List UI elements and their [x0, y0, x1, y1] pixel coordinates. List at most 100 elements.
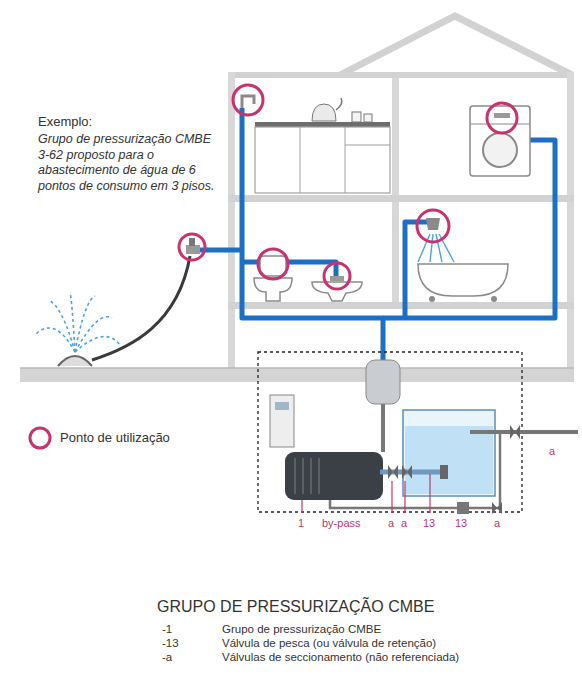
callout-number-text: 13: [423, 517, 435, 529]
key-description-text: Válvula de pesca (ou válvula de retenção…: [222, 637, 436, 649]
fin: [310, 458, 312, 494]
key-description-text: Válvulas de seccionamento (não referenci…: [222, 651, 459, 663]
key-code-text: -1: [162, 623, 172, 635]
example-note: Grupo de pressurização CMBE 3-62 propost…: [38, 132, 224, 195]
cabinet-door: [300, 127, 301, 193]
bathtub: [418, 218, 508, 302]
spray-line: [35, 328, 75, 352]
floor-slab: [228, 302, 574, 309]
washer-display: [494, 113, 510, 118]
leader-lines: [302, 474, 430, 513]
tank-water: [405, 426, 493, 494]
inlet-pipe: [470, 430, 578, 434]
bidet-faucet: [330, 276, 344, 281]
key-description: Válvulas de seccionamento (não referenci…: [222, 650, 459, 664]
house: [20, 16, 574, 382]
toilet-bowl: [254, 278, 292, 301]
check-valve: [457, 502, 469, 514]
valve: [492, 502, 502, 514]
toilet-tank: [260, 256, 286, 276]
cup: [352, 112, 361, 122]
callout-letter: a: [494, 517, 500, 531]
leader-line: [391, 481, 392, 513]
ground-line: [20, 367, 574, 369]
spray-line: [70, 292, 75, 352]
supply-pipes: [198, 108, 555, 362]
kettle: [312, 104, 336, 121]
washer-panel: [470, 124, 530, 125]
leader-line: [404, 481, 405, 513]
callout-letter: a: [549, 445, 555, 459]
tub: [418, 264, 508, 296]
kitchen-faucet: [242, 96, 254, 108]
pump-body: [285, 452, 383, 500]
usage-ring: [233, 85, 263, 115]
fin: [294, 458, 296, 494]
cabinet-door: [345, 127, 346, 193]
inner-wall: [392, 78, 399, 303]
legend-text: Ponto de utilização: [60, 430, 170, 445]
key-description: Grupo de pressurização CMBE: [222, 622, 381, 636]
example-heading: Exemplo:: [38, 114, 92, 130]
legend-swatch: [30, 428, 50, 448]
key-description: Válvula de pesca (ou válvula de retenção…: [222, 636, 436, 650]
washing-machine: [470, 106, 530, 176]
cup: [364, 114, 372, 122]
tub-foot: [491, 296, 497, 302]
water-spray: [35, 292, 120, 352]
water-line: [430, 234, 433, 262]
callout-letter: a: [388, 517, 394, 531]
pressure-vessel: [366, 360, 400, 404]
key-code-text: -13: [162, 637, 179, 649]
usage-ring: [487, 103, 517, 133]
motor-fins: [295, 458, 319, 494]
washer-body: [470, 106, 530, 176]
usage-ring: [417, 210, 449, 242]
control-display: [275, 402, 289, 410]
washer-drum: [483, 133, 517, 167]
leader-line: [301, 500, 302, 513]
valve: [402, 465, 412, 479]
leader-line: [429, 474, 430, 513]
water-tank: [403, 410, 495, 496]
callout-number: 13: [423, 517, 435, 531]
usage-ring: [179, 234, 205, 260]
key-title-text: GRUPO DE PRESSURIZAÇÃO CMBE: [157, 598, 434, 615]
cabinet: [255, 127, 390, 193]
example-note-text: Grupo de pressurização CMBE 3-62 propost…: [38, 132, 215, 193]
valve: [510, 425, 520, 439]
callout-number: 1: [298, 517, 304, 531]
key-title: GRUPO DE PRESSURIZAÇÃO CMBE: [157, 598, 434, 616]
shower-head: [426, 218, 440, 230]
usage-points: [179, 85, 517, 289]
legend-entry: Ponto de utilização: [60, 430, 170, 445]
fin: [318, 458, 320, 494]
callout-number-text: 1: [298, 517, 304, 529]
tap-handle: [189, 238, 195, 246]
control-box: [270, 395, 294, 447]
callout-label: by-pass: [322, 517, 361, 531]
usage-ring: [324, 263, 350, 289]
left-wall: [228, 72, 235, 370]
spray-line: [75, 336, 120, 352]
callout-letter-text: a: [549, 445, 555, 457]
kitchen: [242, 96, 390, 193]
key-code-text: -a: [162, 651, 172, 663]
key-description-text: Grupo de pressurização CMBE: [222, 623, 381, 635]
counter-top: [255, 122, 390, 127]
callout-number-text: 13: [455, 517, 467, 529]
roof: [340, 16, 572, 75]
garden-tap: [186, 238, 200, 254]
sprinkler: [35, 256, 190, 366]
hose: [92, 256, 190, 360]
callout-letter: a: [401, 517, 407, 531]
spray-line: [48, 300, 75, 352]
drawer: [345, 145, 390, 146]
ceiling-slab: [228, 72, 574, 78]
foot-valve: [440, 465, 448, 479]
tub-foot: [429, 296, 435, 302]
bidet-bowl: [312, 282, 362, 301]
right-wall: [567, 72, 574, 370]
